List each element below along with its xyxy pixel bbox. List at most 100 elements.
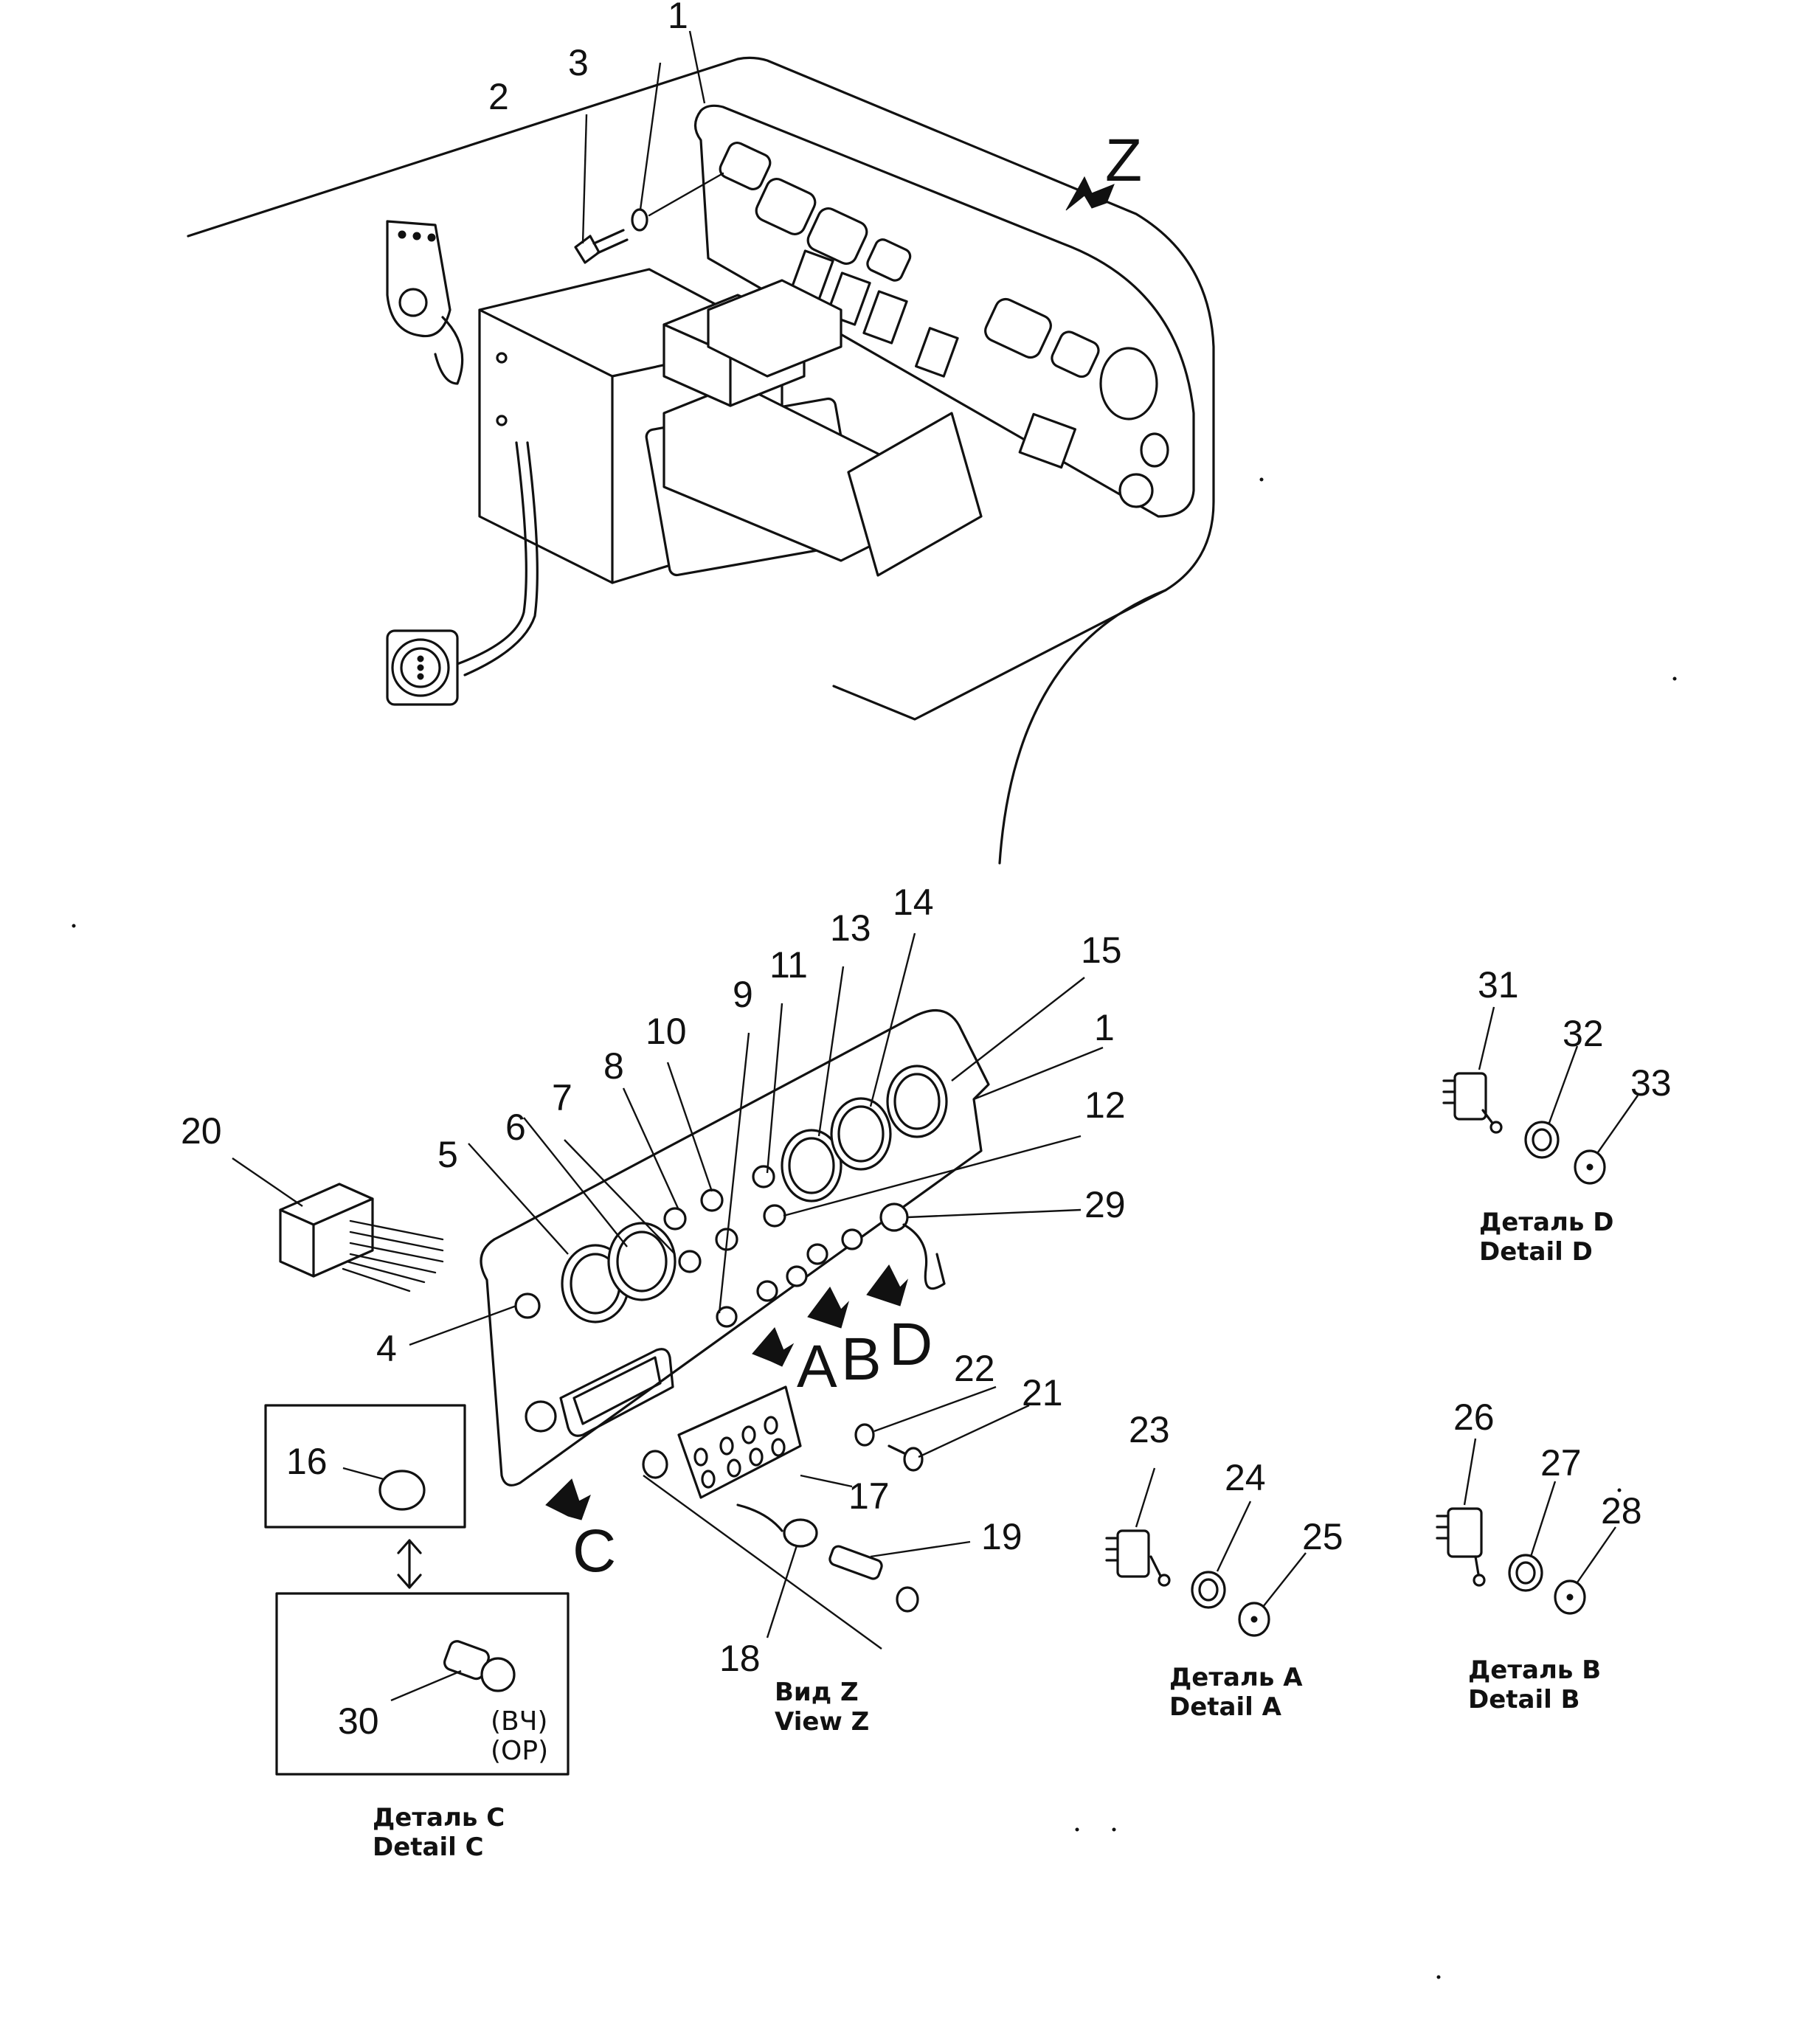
bolt-item-2	[574, 229, 629, 264]
nut-item-32	[1524, 1121, 1560, 1159]
callout-27: 27	[1540, 1442, 1582, 1484]
caption-detail-b-en: Detail B	[1468, 1685, 1580, 1714]
callout-28: 28	[1601, 1490, 1642, 1532]
cabin-outline	[187, 56, 1215, 592]
washer-item-3	[631, 208, 648, 232]
toggle-switch-item-31	[1442, 1072, 1503, 1134]
callout-10: 10	[646, 1011, 687, 1052]
callout-16: 16	[286, 1441, 328, 1482]
nut-item-24	[1191, 1571, 1226, 1609]
callout-22: 22	[954, 1348, 995, 1389]
callout-3: 3	[568, 42, 589, 83]
plug-item-16	[378, 1470, 426, 1511]
callout-12: 12	[1084, 1084, 1126, 1126]
cap-item-25	[1238, 1602, 1270, 1637]
horn-bracket	[386, 220, 464, 385]
gauge-item-6	[607, 1222, 677, 1301]
callout-5: 5	[437, 1134, 458, 1175]
callout-4: 4	[376, 1328, 397, 1369]
callout-14: 14	[893, 882, 934, 923]
callout-21: 21	[1022, 1372, 1063, 1413]
view-letter-c: C	[572, 1517, 616, 1585]
cap-item-33	[1574, 1149, 1606, 1185]
fuse-holder-item-17	[642, 1385, 802, 1499]
arrow-c	[545, 1478, 591, 1520]
callout-25: 25	[1302, 1516, 1343, 1557]
arrow-d	[866, 1264, 909, 1307]
callout-24: 24	[1225, 1457, 1266, 1498]
gauge-hole	[1099, 347, 1158, 421]
instrument-panel-plate	[693, 104, 1195, 518]
callout-11: 11	[769, 944, 808, 986]
fuse-item-19	[828, 1545, 883, 1580]
indicator-lamps	[514, 1165, 786, 1319]
washer-item-22	[854, 1423, 875, 1447]
detail-d	[1442, 1006, 1639, 1185]
note-op: (OP)	[491, 1736, 548, 1766]
callout-26: 26	[1453, 1397, 1495, 1438]
toggle-switch-item-23	[1105, 1529, 1171, 1587]
panel-toggles	[716, 1228, 863, 1328]
callout-13: 13	[830, 907, 871, 949]
callout-9: 9	[733, 974, 753, 1015]
detail-b	[1436, 1438, 1616, 1615]
caption-view-z-en: View Z	[775, 1707, 869, 1737]
detail-a	[1105, 1467, 1307, 1637]
callout-17: 17	[848, 1475, 890, 1517]
callout-6: 6	[505, 1107, 526, 1148]
gauge-item-13	[781, 1129, 842, 1202]
screw-item-21	[887, 1444, 924, 1472]
detail-c-box-bottom	[275, 1592, 570, 1776]
connector-item-20	[279, 1183, 444, 1292]
caption-detail-c-ru: Деталь С	[373, 1803, 505, 1833]
callout-8: 8	[603, 1045, 624, 1087]
cap-item-19	[896, 1586, 919, 1613]
view-z-arrow	[1065, 176, 1115, 211]
scan-specks	[72, 477, 1677, 1979]
view-letter-b: B	[841, 1326, 882, 1393]
callout-29: 29	[1084, 1184, 1126, 1225]
detail-c	[264, 1404, 570, 1776]
caption-detail-d-ru: Деталь D	[1479, 1208, 1613, 1237]
detail-c-box-top	[264, 1404, 466, 1529]
note-vch: (ВЧ)	[491, 1706, 547, 1737]
double-arrow	[397, 1539, 422, 1589]
callout-30: 30	[338, 1700, 379, 1742]
gauge-item-14	[830, 1097, 892, 1171]
key-switch-item-29	[879, 1202, 946, 1290]
cap-item-28	[1554, 1579, 1586, 1615]
callout-1: 1	[668, 0, 688, 36]
callout-20: 20	[181, 1110, 222, 1152]
callout-19: 19	[981, 1516, 1023, 1557]
callout-31: 31	[1478, 964, 1519, 1006]
caption-detail-c-en: Detail C	[373, 1833, 484, 1862]
caption-detail-d-en: Detail D	[1479, 1237, 1593, 1267]
callout-2: 2	[488, 76, 509, 117]
caption-detail-b-ru: Деталь В	[1468, 1655, 1601, 1685]
arrow-a	[752, 1327, 795, 1367]
lamp-item-30	[443, 1640, 516, 1692]
cable-connector	[386, 441, 539, 706]
caption-view-z-ru: Вид Z	[775, 1678, 859, 1707]
arrow-b	[807, 1287, 850, 1329]
view-letter-z: Z	[1105, 127, 1142, 194]
callout-18: 18	[719, 1638, 761, 1679]
caption-detail-a-ru: Деталь А	[1169, 1663, 1303, 1692]
view-z-panel	[232, 932, 1104, 1650]
callout-15: 15	[1081, 930, 1122, 971]
nut-item-27	[1508, 1554, 1543, 1592]
callout-33: 33	[1630, 1062, 1672, 1104]
toggle-switch-item-26	[1436, 1507, 1486, 1587]
callout-23: 23	[1129, 1409, 1170, 1450]
view-letter-d: D	[889, 1311, 933, 1378]
callout-32: 32	[1563, 1013, 1604, 1054]
callout-7: 7	[552, 1077, 572, 1118]
view-letter-a: A	[797, 1333, 837, 1400]
fuse-item-18	[736, 1503, 818, 1548]
gauge-item-15	[886, 1065, 948, 1138]
top-assembly	[187, 30, 1215, 865]
relays	[662, 279, 842, 407]
plate-switches	[719, 142, 1154, 508]
callout-1-view-z: 1	[1094, 1007, 1115, 1048]
